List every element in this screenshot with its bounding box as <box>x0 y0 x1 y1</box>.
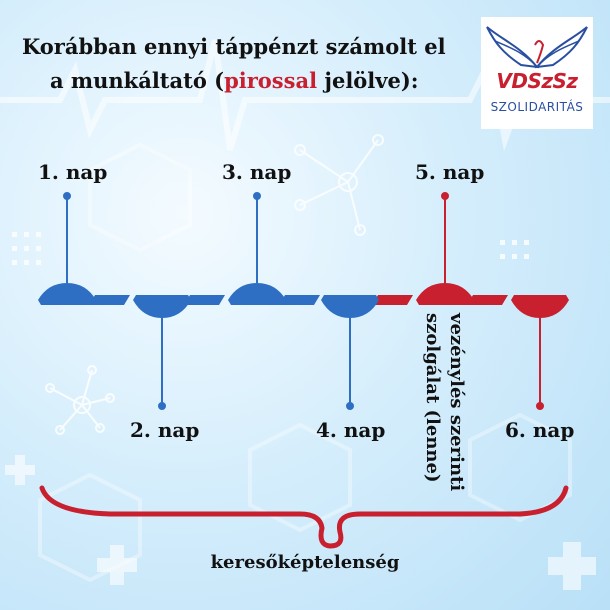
day-label-2: 2. nap <box>130 418 200 442</box>
vertical-note-line-1: vezénylés szerinti <box>446 313 467 492</box>
day-label-4: 4. nap <box>316 418 386 442</box>
title-line-2: a munkáltató (pirossal jelölve): <box>50 68 419 93</box>
logo-subtitle: SZOLIDARITÁS <box>490 100 584 114</box>
sick-leave-brace <box>39 485 569 549</box>
day-label-5: 5. nap <box>415 160 485 184</box>
day-label-3: 3. nap <box>222 160 292 184</box>
title-line-1: Korábban ennyi táppénzt számolt el <box>22 34 446 59</box>
wings-icon <box>486 26 588 69</box>
timeline-bar <box>89 295 508 305</box>
vertical-note: vezénylés szerinti szolgálat (lenne) <box>415 313 475 503</box>
vertical-note-line-2: szolgálat (lenne) <box>422 313 443 483</box>
day-stems-red <box>441 192 544 410</box>
logo-wordmark: VDSzSz <box>496 69 578 93</box>
bottom-label: keresőképtelenség <box>210 552 400 573</box>
title-highlight: pirossal <box>224 68 318 93</box>
day-label-6: 6. nap <box>505 418 575 442</box>
day-stems-blue <box>63 192 354 410</box>
page-title: Korábban ennyi táppénzt számolt el a mun… <box>22 30 462 98</box>
vdszsz-logo: VDSzSz SZOLIDARITÁS <box>481 17 593 129</box>
day-nodes <box>38 283 569 318</box>
day-label-1: 1. nap <box>38 160 108 184</box>
